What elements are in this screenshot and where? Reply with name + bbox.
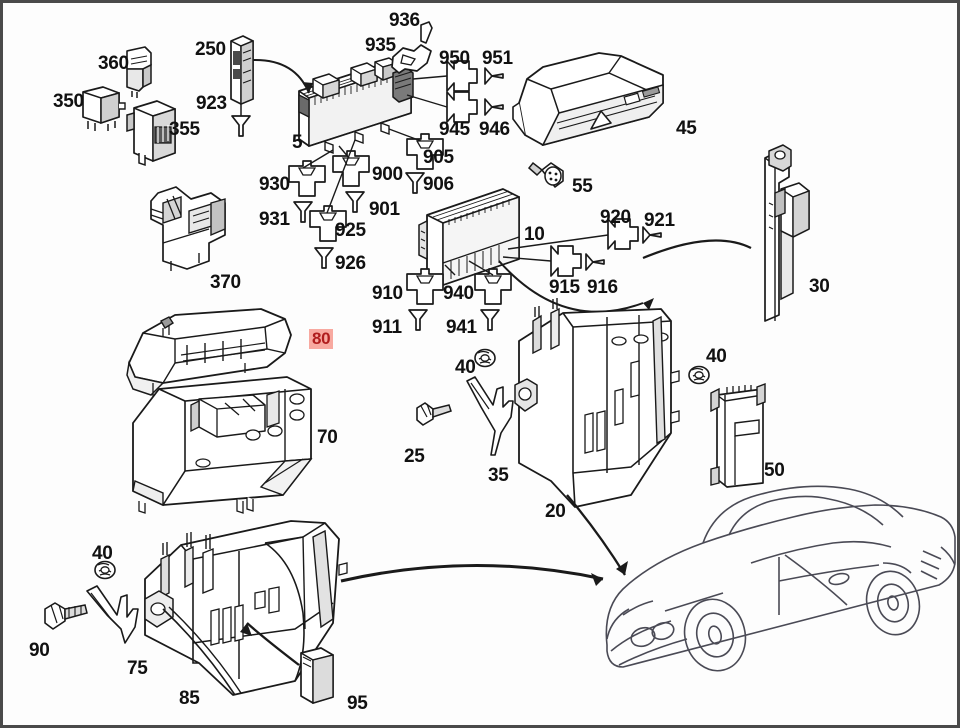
part-350-relay (82, 86, 126, 131)
part-20-carrier-frame (514, 298, 680, 508)
callout-945[interactable]: 945 (439, 119, 470, 140)
callout-915[interactable]: 915 (549, 277, 580, 298)
callout-55[interactable]: 55 (572, 176, 593, 197)
callout-75[interactable]: 75 (127, 658, 148, 679)
callout-5[interactable]: 5 (292, 132, 303, 153)
callout-30[interactable]: 30 (809, 276, 830, 297)
callout-951[interactable]: 951 (482, 48, 513, 69)
part-951-pin-clip (484, 67, 504, 85)
callout-931[interactable]: 931 (259, 209, 290, 230)
part-355-relay (126, 100, 176, 167)
callout-370[interactable]: 370 (210, 272, 241, 293)
callout-935[interactable]: 935 (365, 35, 396, 56)
part-936-pin-clip (420, 21, 433, 44)
callout-50[interactable]: 50 (764, 460, 785, 481)
part-360-relay (126, 46, 152, 98)
part-75-clip-rail (86, 585, 139, 644)
callout-40-center[interactable]: 40 (455, 357, 476, 378)
callout-926[interactable]: 926 (335, 253, 366, 274)
callout-941[interactable]: 941 (446, 317, 477, 338)
callout-25[interactable]: 25 (404, 446, 425, 467)
callout-10[interactable]: 10 (524, 224, 545, 245)
callout-360[interactable]: 360 (98, 53, 129, 74)
callout-940[interactable]: 940 (443, 283, 474, 304)
callout-40-right[interactable]: 40 (706, 346, 727, 367)
part-370-bracket (150, 186, 226, 271)
part-900-connector (332, 150, 370, 187)
part-55-screw (527, 161, 564, 188)
callout-40-left[interactable]: 40 (92, 543, 113, 564)
part-30-side-rail (764, 144, 810, 322)
callout-946[interactable]: 946 (479, 119, 510, 140)
exploded-diagram-canvas (44, 21, 956, 704)
callout-70[interactable]: 70 (317, 427, 338, 448)
callout-920[interactable]: 920 (600, 207, 631, 228)
part-916-pin-clip (585, 253, 605, 271)
part-40-grommet-center (474, 348, 496, 368)
part-906-clip (405, 172, 425, 194)
callout-80-highlighted[interactable]: 80 (309, 329, 334, 349)
part-50-panel (710, 382, 766, 488)
part-926-clip (314, 247, 334, 269)
part-945-connector (446, 91, 478, 123)
callout-355[interactable]: 355 (169, 119, 200, 140)
part-35-clip-rail (466, 376, 514, 456)
callout-20[interactable]: 20 (545, 501, 566, 522)
part-10-control-module (418, 188, 520, 287)
callout-906[interactable]: 906 (423, 174, 454, 195)
part-911-clip (408, 309, 428, 331)
part-910-connector (406, 268, 444, 305)
callout-930[interactable]: 930 (259, 174, 290, 195)
part-250-fuse-carrier (230, 35, 254, 121)
vehicle-outline (605, 485, 956, 672)
part-946-pin-clip (484, 98, 504, 116)
part-901-clip (345, 191, 365, 213)
callout-921[interactable]: 921 (644, 210, 675, 231)
callout-45[interactable]: 45 (676, 118, 697, 139)
callout-916[interactable]: 916 (587, 277, 618, 298)
callout-35[interactable]: 35 (488, 465, 509, 486)
callout-925[interactable]: 925 (335, 220, 366, 241)
part-5-fuse-box (298, 57, 414, 155)
part-941-clip (480, 309, 500, 331)
callout-923[interactable]: 923 (196, 93, 227, 114)
part-40-grommet-right (688, 365, 710, 385)
part-935-connector (391, 44, 432, 74)
part-25-screw (416, 402, 452, 426)
callout-900[interactable]: 900 (372, 164, 403, 185)
part-915-connector (550, 245, 582, 277)
part-40-grommet-left (94, 560, 116, 580)
callout-250[interactable]: 250 (195, 39, 226, 60)
callout-950[interactable]: 950 (439, 48, 470, 69)
part-70-box-housing (132, 376, 313, 514)
callout-911[interactable]: 911 (372, 317, 402, 338)
part-45-cover (512, 52, 664, 147)
callout-901[interactable]: 901 (369, 199, 400, 220)
callout-910[interactable]: 910 (372, 283, 403, 304)
callout-905[interactable]: 905 (423, 147, 454, 168)
callout-95[interactable]: 95 (347, 693, 368, 714)
callout-85[interactable]: 85 (179, 688, 200, 709)
part-90-screw (44, 602, 88, 630)
callout-350[interactable]: 350 (53, 91, 84, 112)
callout-90[interactable]: 90 (29, 640, 50, 661)
callout-936[interactable]: 936 (389, 10, 420, 31)
part-923-clip (231, 115, 251, 137)
part-80-box-lid (126, 308, 292, 397)
part-95-block (300, 647, 334, 704)
